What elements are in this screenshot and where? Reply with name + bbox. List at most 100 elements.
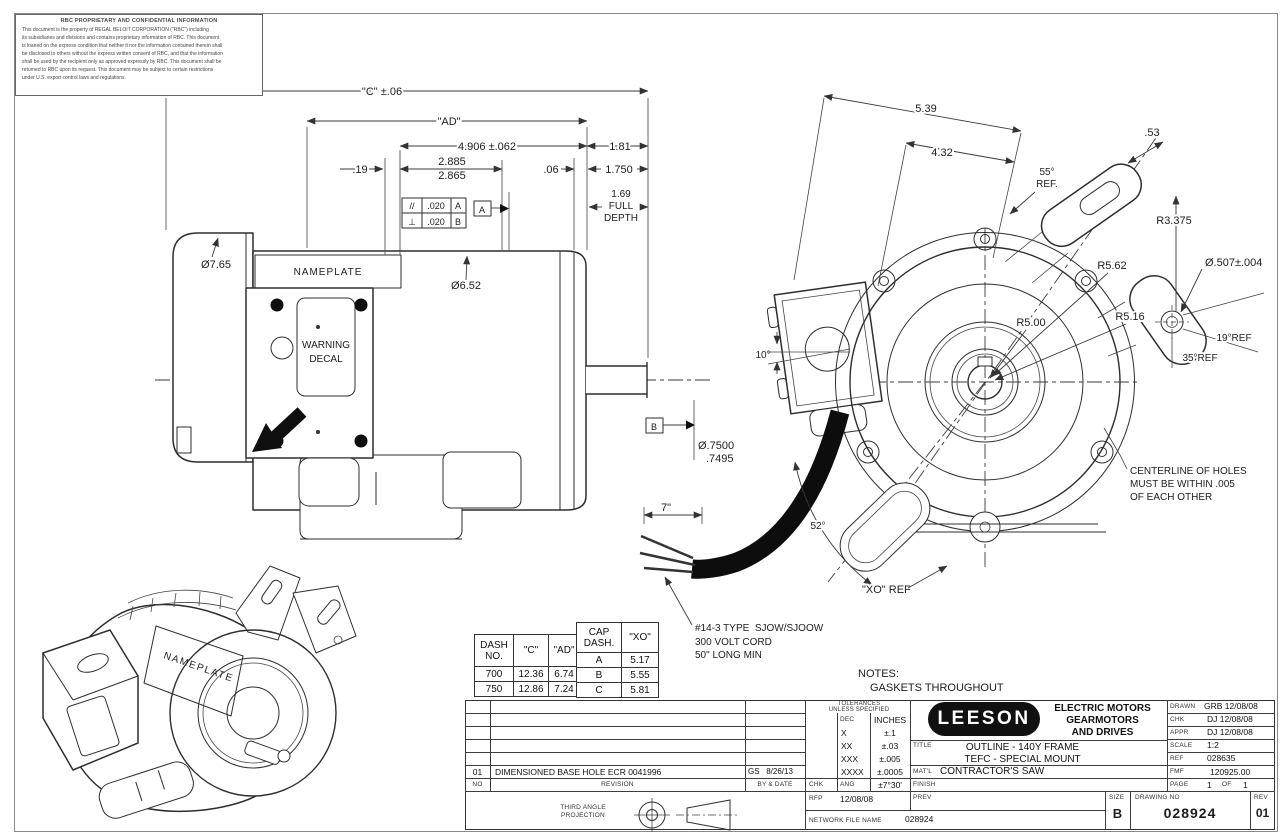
tol-x-value: ±.1: [884, 728, 896, 738]
network-file-label: NETWORK FILE NAME: [809, 817, 882, 824]
page-total: 1: [1243, 780, 1248, 790]
scale-label: SCALE: [1170, 742, 1193, 749]
brand-line-2: GEARMOTORS: [1066, 715, 1139, 726]
finish-label: FINISH: [913, 781, 936, 788]
ref-19: 19°REF: [1216, 333, 1251, 344]
dim-432: 4.32: [931, 147, 952, 159]
appr-label: APPR: [1170, 729, 1189, 736]
dim-r562: R5.62: [1097, 260, 1126, 272]
cord-note-2: 300 VOLT CORD: [695, 637, 772, 648]
network-file-value: 028924: [905, 814, 934, 824]
dia-652: Ø6.52: [451, 280, 481, 292]
cl-note-3: OF EACH OTHER: [1130, 492, 1212, 503]
sheet-border: [14, 13, 1278, 832]
dim-dia507: Ø.507±.004: [1205, 257, 1262, 269]
dim-053: .53: [1144, 127, 1159, 139]
gdt-perp-symbol: ⊥: [408, 217, 416, 227]
dim-fd3: DEPTH: [604, 213, 638, 224]
datum-a-flag: A: [473, 192, 510, 250]
proprietary-line: be disclosed to others without the expre…: [22, 51, 223, 57]
datum-a-label: A: [479, 205, 485, 215]
title-label: TITLE: [913, 742, 932, 749]
tolerance-title-2: UNLESS SPECIFIED: [828, 707, 890, 713]
gdt-perpendicularity-frame: ⊥ .020 B: [401, 212, 467, 229]
warning-decal-1: WARNING: [302, 340, 350, 351]
size-value: B: [1112, 806, 1123, 821]
cord-note-3: 50" LONG MIN: [695, 650, 762, 661]
cell-xo: 5.81: [621, 682, 659, 698]
ref-35: 35°REF: [1182, 353, 1217, 364]
cell-c: 12.36: [513, 666, 549, 682]
tol-xx-value: ±.03: [881, 741, 899, 751]
xo-ref: "XO" REF: [862, 584, 911, 596]
dim-006: .06: [543, 164, 558, 176]
proprietary-line: shall be used by the recipient only as a…: [22, 59, 222, 65]
by-date-header: BY & DATE: [757, 781, 793, 788]
ref-value: 028635: [1207, 753, 1236, 763]
gdt-par-symbol: //: [409, 201, 415, 211]
side-view-dimensions: "C" ±.06 "AD" 4.906 ±.062 1.81 .19 2.885…: [165, 84, 736, 467]
scale-value: 1:2: [1207, 740, 1219, 750]
conduit-box-front: [766, 281, 883, 437]
dim-539: 5.39: [915, 103, 936, 115]
cell-xo: 5.55: [621, 667, 659, 683]
table-row: A 5.17: [576, 652, 659, 668]
matl-label: MAT'L: [913, 768, 933, 775]
tol-xxxx-value: ±.0005: [877, 767, 903, 777]
cell-cap: C: [576, 682, 622, 698]
revision-no: 01: [472, 767, 483, 777]
third-angle-1: THIRD ANGLE: [560, 804, 606, 811]
dim-c: "C" ±.06: [362, 86, 402, 98]
notes-item: GASKETS THROUGHOUT: [870, 682, 1004, 694]
table-row: B 5.55: [576, 667, 659, 683]
cell-dash: 750: [474, 681, 514, 697]
cl-note-1: CENTERLINE OF HOLES: [1130, 466, 1247, 477]
proprietary-title: RBC PROPRIETARY AND CONFIDENTIAL INFORMA…: [60, 18, 218, 24]
dash-table-header: "C": [513, 634, 549, 667]
tol-xx-label: XX: [841, 741, 853, 751]
proprietary-note: RBC PROPRIETARY AND CONFIDENTIAL INFORMA…: [15, 14, 263, 96]
front-view: [639, 134, 1207, 583]
front-view-dimensions: 5.39 4.32 55° REF. .53 R3.375 Ø.507±.004…: [643, 94, 1264, 663]
datum-b-label: B: [651, 422, 657, 432]
gdt-perp-value: .020: [427, 217, 445, 227]
revision-header: REVISION: [601, 781, 634, 788]
drawing-title-2: TEFC - SPECIAL MOUNT: [964, 754, 1081, 765]
tol-xxx-value: ±.005: [879, 754, 901, 764]
drawn-label: DRAWN: [1170, 703, 1196, 710]
tol-xxx-label: XXX: [841, 754, 859, 764]
rev-value: 01: [1255, 806, 1270, 820]
rfp-value: 12/08/08: [840, 794, 874, 804]
chk-value: DJ 12/08/08: [1207, 714, 1253, 724]
cord-note-1: #14-3 TYPE SJOW/SJOOW: [695, 623, 824, 634]
cell-cap: A: [576, 652, 622, 668]
gdt-parallelism-frame: // .020 A: [401, 197, 467, 214]
dim-181: 1.81: [609, 141, 630, 153]
no-header: NO: [472, 781, 483, 788]
cell-c: 12.86: [513, 681, 549, 697]
dim-r516: R5.16: [1115, 311, 1144, 323]
dim-1750: 1.750: [605, 164, 633, 176]
notes-block: NOTES: GASKETS THROUGHOUT: [856, 666, 1006, 696]
power-cord-front: [639, 409, 850, 579]
tolerance-dec-label: DEC: [840, 716, 855, 723]
warning-decal-2: DECAL: [309, 354, 343, 365]
cap-table-header: "XO": [621, 622, 659, 653]
rfp-label: RFP: [809, 795, 823, 802]
cl-note-2: MUST BE WITHIN .005: [1130, 479, 1235, 490]
table-row: C 5.81: [576, 682, 659, 698]
shaft-dia-top: Ø.7500: [698, 440, 734, 452]
dia-765: Ø7.65: [201, 259, 231, 271]
fmf-label: FMF: [1170, 768, 1184, 775]
proprietary-line: This document is the property of REGAL B…: [22, 27, 209, 33]
brand-tagline: ELECTRIC MOTORS GEARMOTORS AND DRIVES: [1038, 703, 1167, 739]
ref-label: REF: [1170, 755, 1184, 762]
drawing-title-1: OUTLINE - 140Y FRAME: [965, 742, 1080, 753]
gdt-par-value: .020: [427, 201, 445, 211]
brand-line-1: ELECTRIC MOTORS: [1054, 703, 1151, 714]
